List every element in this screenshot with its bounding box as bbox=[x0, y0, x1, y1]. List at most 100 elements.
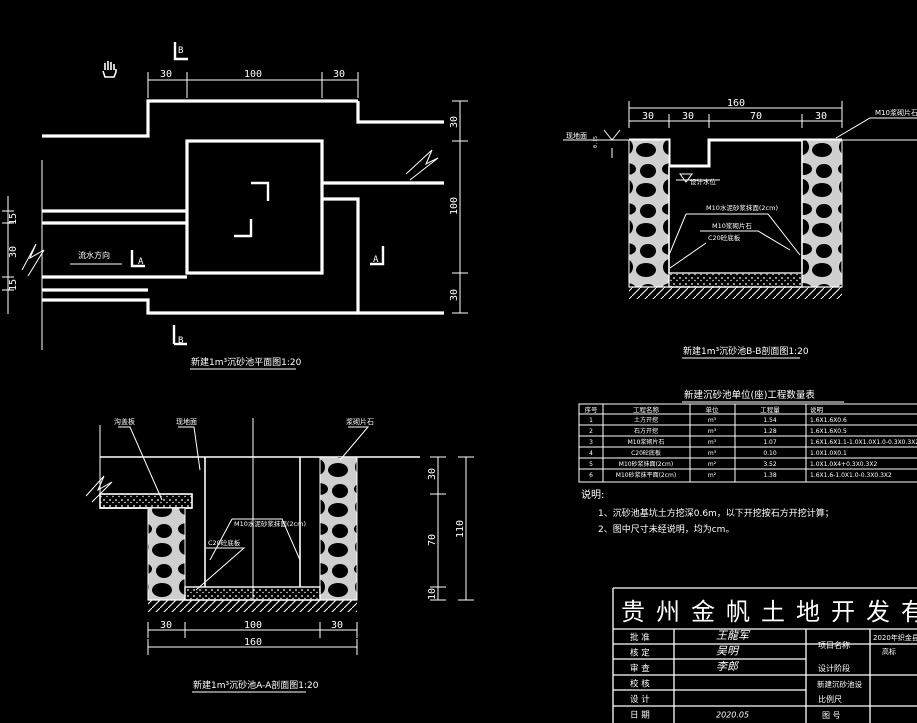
bb-label-right: M10浆砌片石 bbox=[875, 108, 917, 117]
table-cell: M10砂浆抹面(2cm) bbox=[619, 460, 673, 468]
table-cell: m³ bbox=[708, 450, 717, 457]
plan-dim-left-1: 15 bbox=[8, 213, 19, 225]
quantity-table: 新建沉砂池单位(座)工程数量表 序号 工程名称 单位 工程量 说明 1 土方开挖 m³ 1.54… bbox=[578, 389, 917, 483]
aa-label-ground: 现地面 bbox=[176, 417, 197, 426]
aa-dim-bottom-3: 30 bbox=[331, 620, 343, 631]
notes-item-2: 2、图中尺寸未经说明，均为cm。 bbox=[598, 523, 734, 535]
bb-dim-top-1: 30 bbox=[642, 111, 654, 122]
titleblock-row-label: 设 计 bbox=[630, 694, 650, 705]
table-header-cell: 序号 bbox=[585, 405, 599, 414]
section-aa: 沟盖板 现地面 浆砌片石 M10水泥砂浆抹面(2cm) C20砼底板 30 70… bbox=[85, 417, 474, 693]
bb-dim-top-4: 30 bbox=[815, 111, 827, 122]
aa-title: 新建1m³沉砂池A-A剖面图1:20 bbox=[193, 679, 319, 691]
table-header-cell: 单位 bbox=[706, 405, 720, 414]
titleblock-row-label: 校 核 bbox=[630, 679, 650, 690]
drawing-no-label: 图 号 bbox=[822, 711, 841, 720]
bb-small-dim: 0.15 bbox=[593, 136, 599, 148]
aa-dim-total: 110 bbox=[455, 520, 466, 538]
aa-dim-right-1: 30 bbox=[427, 468, 438, 480]
bb-dim-top-2: 30 bbox=[682, 111, 694, 122]
aa-label-concrete: C20砼底板 bbox=[208, 538, 241, 547]
plan-dim-top-2: 100 bbox=[244, 69, 262, 80]
bb-dim-total: 160 bbox=[727, 98, 745, 109]
plan-dim-right-3: 30 bbox=[449, 289, 460, 301]
section-a-left: A bbox=[138, 257, 144, 267]
bb-label-ground: 现地面 bbox=[566, 131, 587, 140]
table-cell: 1.6X1.6X0.6 bbox=[810, 417, 847, 424]
table-title: 新建沉砂池单位(座)工程数量表 bbox=[684, 389, 815, 401]
project-value: 2020年织金县 bbox=[873, 633, 917, 642]
aa-dim-right-3: 10 bbox=[427, 588, 438, 600]
table-header-cell: 工程量 bbox=[760, 405, 780, 414]
bb-label-concrete: C20砼底板 bbox=[708, 233, 741, 242]
bb-dim-top-3: 70 bbox=[750, 111, 762, 122]
table-cell: m³ bbox=[708, 428, 717, 435]
table-cell: 2 bbox=[589, 428, 593, 435]
table-cell: 1.6X1.6-1.0X1.0-0.3X0.3X2 bbox=[810, 472, 892, 479]
aa-dim-right-2: 70 bbox=[427, 534, 438, 546]
table-cell: C20砼底板 bbox=[631, 449, 661, 457]
titleblock-row-sign: 李郎 bbox=[716, 660, 740, 673]
plan-dim-right-1: 30 bbox=[449, 116, 460, 128]
table-cell: 1.6X1.6X0.5 bbox=[810, 428, 847, 435]
company-name: 贵州金帆土地开发有限 bbox=[621, 598, 917, 626]
bb-label-mortar: M10水泥砂浆抹面(2cm) bbox=[706, 203, 778, 212]
table-cell: 4 bbox=[589, 450, 593, 457]
table-cell: 1.0X1.0X0.1 bbox=[810, 450, 847, 457]
aa-label-stone: 浆砌片石 bbox=[346, 417, 374, 426]
plan-dim-left-3: 15 bbox=[8, 279, 19, 291]
table-header-cell: 说明 bbox=[810, 405, 824, 414]
table-cell: 6 bbox=[589, 472, 593, 479]
section-bb: 160 30 30 70 30 设计水位 M10水泥砂浆抹面(2cm) M10浆… bbox=[563, 98, 917, 359]
table-cell: 土方开挖 bbox=[634, 416, 658, 424]
project-value-2: 高标 bbox=[882, 647, 896, 656]
section-b-top: B bbox=[178, 46, 183, 56]
section-b-bottom: B bbox=[178, 336, 183, 346]
scale-label: 比例尺 bbox=[818, 694, 842, 704]
table-cell: 3 bbox=[589, 439, 593, 446]
table-cell: 1.6X1.6X1.1-1.0X1.0X1.0-0.3X0.3X2 bbox=[810, 439, 917, 446]
notes: 说明: 1、沉砂池基坑土方挖深0.6m，以下开挖按石方开挖计算； 2、图中尺寸未… bbox=[581, 488, 834, 535]
project-label: 项目名称 bbox=[818, 640, 850, 650]
bb-label-water: 设计水位 bbox=[690, 177, 717, 186]
table-header-cell: 工程名称 bbox=[633, 405, 660, 414]
table-cell: 0.10 bbox=[763, 450, 777, 457]
aa-dim-bottom-2: 100 bbox=[244, 620, 262, 631]
bb-title: 新建1m³沉砂池B-B剖面图1:20 bbox=[683, 345, 809, 357]
table-cell: 石方开挖 bbox=[634, 427, 658, 435]
table-cell: 1.07 bbox=[763, 439, 777, 446]
drawing-name: 新建沉砂池设 bbox=[817, 679, 862, 689]
notes-heading: 说明: bbox=[581, 488, 604, 501]
titleblock-row-sign: 吴明 bbox=[716, 645, 740, 658]
section-a-right: A bbox=[373, 255, 379, 265]
titleblock-row-label: 日 期 bbox=[630, 711, 650, 721]
table-cell: 5 bbox=[589, 461, 593, 468]
table-cell: 1.38 bbox=[763, 472, 777, 479]
table-cell: 1.54 bbox=[763, 417, 777, 424]
aa-dim-bottom-1: 30 bbox=[160, 620, 172, 631]
table-cell: 1 bbox=[589, 417, 593, 424]
table-cell: 1.28 bbox=[763, 428, 777, 435]
plan-dim-left-2: 30 bbox=[8, 246, 19, 258]
aa-label-mortar: M10水泥砂浆抹面(2cm) bbox=[234, 519, 306, 528]
hand-icon bbox=[102, 61, 117, 78]
plan-dim-top-1: 30 bbox=[160, 69, 172, 80]
flow-label: 流水方向 bbox=[78, 250, 110, 260]
table-cell: M10浆砌片石 bbox=[628, 438, 665, 446]
table-cell: M10砂浆抹平面(2cm) bbox=[616, 471, 676, 479]
notes-item-1: 1、沉砂池基坑土方挖深0.6m，以下开挖按石方开挖计算； bbox=[598, 507, 834, 519]
titleblock-row-sign: 王龍军 bbox=[716, 629, 751, 642]
table-cell: m² bbox=[708, 461, 717, 468]
table-cell: 3.52 bbox=[763, 461, 777, 468]
table-cell: m² bbox=[708, 472, 717, 479]
table-cell: m³ bbox=[708, 417, 717, 424]
plan-title: 新建1m³沉砂池平面图1:20 bbox=[191, 356, 302, 368]
plan-dim-right-2: 100 bbox=[449, 197, 460, 215]
titleblock-row-sign: 2020.05 bbox=[716, 711, 749, 720]
bb-label-stone: M10浆砌片石 bbox=[712, 221, 752, 230]
aa-label-slab: 沟盖板 bbox=[114, 417, 135, 426]
titleblock-row-label: 核 定 bbox=[630, 648, 650, 659]
plan-view: B B A A 流水方向 30 100 30 30 100 30 15 30 1… bbox=[2, 42, 468, 370]
